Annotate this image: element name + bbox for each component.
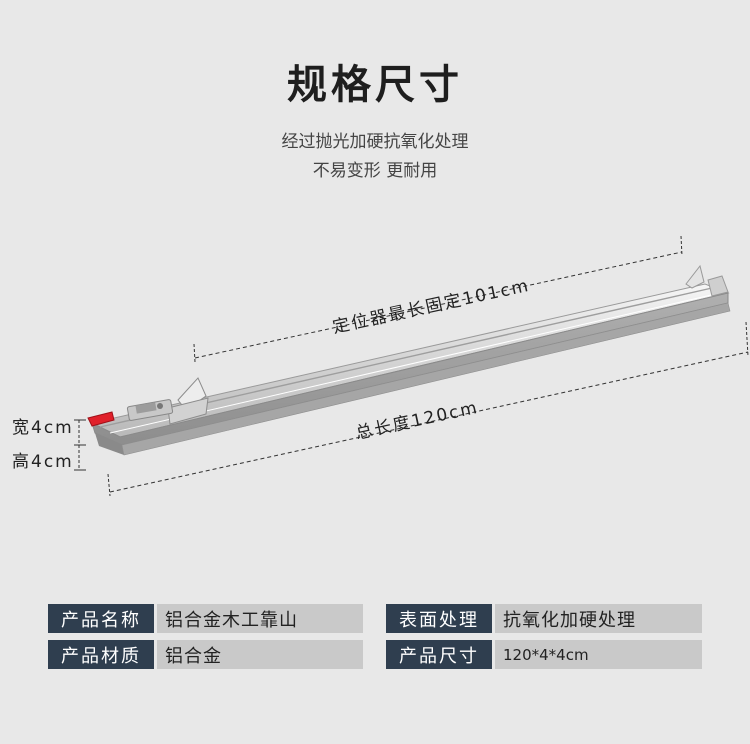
cross-section-dimension: 宽4cm 高4cm — [12, 418, 86, 472]
spec-row-surface: 表面处理 抗氧化加硬处理 — [386, 604, 702, 633]
subtitle-line-2: 不易变形 更耐用 — [312, 161, 438, 181]
spec-value: 120*4*4cm — [495, 640, 702, 669]
spec-value: 铝合金木工靠山 — [157, 604, 363, 633]
positioner-clamp — [87, 377, 209, 427]
subtitle-line-1: 经过抛光加硬抗氧化处理 — [281, 132, 469, 152]
spec-value: 铝合金 — [157, 640, 363, 669]
width-label: 宽4cm — [12, 418, 74, 438]
spec-value: 抗氧化加硬处理 — [495, 604, 702, 633]
spec-label: 产品名称 — [48, 604, 154, 633]
page-title: 规格尺寸 — [287, 62, 463, 108]
total-length-label: 总长度120cm — [354, 398, 481, 444]
right-end-stop — [685, 264, 729, 297]
fixed-length-label: 定位器最长固定101cm — [331, 276, 532, 338]
spec-label: 表面处理 — [386, 604, 492, 633]
product-dimension-diagram: 定位器最长固定101cm 总长度120cm 宽4cm 高4cm — [12, 235, 749, 497]
spec-row-material: 产品材质 铝合金 — [48, 640, 363, 669]
fixed-length-dimension: 定位器最长固定101cm — [193, 235, 683, 363]
spec-row-size: 产品尺寸 120*4*4cm — [386, 640, 702, 669]
spec-row-name: 产品名称 铝合金木工靠山 — [48, 604, 363, 633]
height-label: 高4cm — [12, 452, 74, 472]
spec-label: 产品尺寸 — [386, 640, 492, 669]
spec-label: 产品材质 — [48, 640, 154, 669]
aluminum-rail — [90, 283, 731, 456]
